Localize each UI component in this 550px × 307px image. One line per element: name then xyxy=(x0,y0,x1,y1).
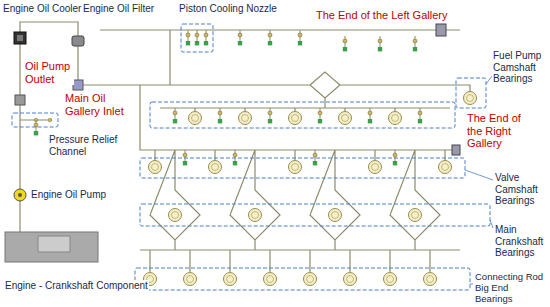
group-frames xyxy=(12,24,490,290)
group-frame xyxy=(135,268,470,290)
part-label: Engine Oil Filter xyxy=(82,3,155,15)
bearing-symbol xyxy=(384,273,397,286)
part-label: Pressure Relief Channel xyxy=(48,134,132,157)
bearing-symbol xyxy=(264,273,277,286)
outlet-drop xyxy=(173,108,177,123)
group-frame xyxy=(456,78,486,108)
bearing-symbol xyxy=(339,112,352,125)
nozzle-drop xyxy=(238,30,242,45)
bearing-symbol xyxy=(439,161,452,174)
part-label: Oil Pump Outlet xyxy=(24,60,74,85)
bearing-symbol xyxy=(149,161,162,174)
part-label: Fuel Pump Camshaft Bearings xyxy=(492,50,548,85)
group-frame xyxy=(12,113,58,127)
bearing-symbol xyxy=(409,209,422,222)
group-frame xyxy=(140,204,490,226)
part-label: Valve Camshaft Bearings xyxy=(494,172,548,207)
group-frame xyxy=(150,102,455,128)
outlet-drop xyxy=(368,108,372,123)
oil-pump-hub xyxy=(18,193,22,197)
nozzle-drop xyxy=(378,36,382,51)
bearing-symbol xyxy=(389,112,402,125)
bearing-symbol xyxy=(424,273,437,286)
oil-cooler-icon xyxy=(14,32,26,44)
part-label: Main Oil Gallery Inlet xyxy=(64,92,134,117)
bearing-symbol xyxy=(289,112,302,125)
bearing-symbol xyxy=(239,112,252,125)
left-gallery-end xyxy=(436,24,446,36)
bearing-symbol xyxy=(209,161,222,174)
relief-junction xyxy=(48,118,52,122)
right-gallery-end xyxy=(452,145,460,155)
bearing-symbol xyxy=(249,209,262,222)
bearing-symbol xyxy=(344,273,357,286)
oil-cooler-core xyxy=(17,35,23,41)
nozzle-drop xyxy=(298,30,302,45)
part-label: Engine Oil Pump xyxy=(30,189,107,201)
leader-line xyxy=(465,170,493,180)
relief-drop xyxy=(34,120,38,135)
bearing-symbol xyxy=(289,161,302,174)
crankshaft-detail xyxy=(38,236,70,252)
part-label: Main Crankshaft Bearings xyxy=(494,224,548,259)
nozzle-drop xyxy=(413,36,417,51)
nozzle-drop xyxy=(268,30,272,45)
nozzle-drop xyxy=(343,36,347,51)
leader-lines xyxy=(465,76,493,284)
bearing-symbol xyxy=(369,161,382,174)
bearing-symbol xyxy=(304,273,317,286)
bearing-symbol xyxy=(184,273,197,286)
nozzle-drop xyxy=(195,30,199,45)
outlet-drop xyxy=(418,108,422,123)
outlet-drop xyxy=(318,108,322,123)
group-frame xyxy=(181,24,213,52)
leader-line xyxy=(470,284,473,285)
leader-line xyxy=(490,220,493,228)
part-label: Connecting Rod Big End Bearings xyxy=(474,272,548,305)
part-label: The End of the Right Gallery xyxy=(466,112,530,150)
part-label: Engine - Crankshaft Component xyxy=(4,280,149,292)
oil-pump-icon xyxy=(14,189,26,201)
nozzle-drop xyxy=(204,30,208,45)
oil-filter-icon xyxy=(72,36,84,46)
bearing-symbol xyxy=(224,273,237,286)
inlet-node xyxy=(73,80,83,90)
group-frame xyxy=(140,158,465,178)
outlet-drop xyxy=(268,108,272,123)
part-label: Engine Oil Cooler xyxy=(2,3,82,15)
nozzle-drop xyxy=(186,30,190,45)
outlet-drop xyxy=(218,108,222,123)
part-label: The End of the Left Gallery xyxy=(315,9,448,22)
bearing-symbol xyxy=(169,209,182,222)
bearing-symbol xyxy=(189,112,202,125)
crankshaft-component xyxy=(5,232,98,262)
outlet-node xyxy=(15,95,25,105)
bearing-symbol xyxy=(329,209,342,222)
part-label: Piston Cooling Nozzle xyxy=(178,3,278,15)
bearing-symbol xyxy=(464,92,477,105)
